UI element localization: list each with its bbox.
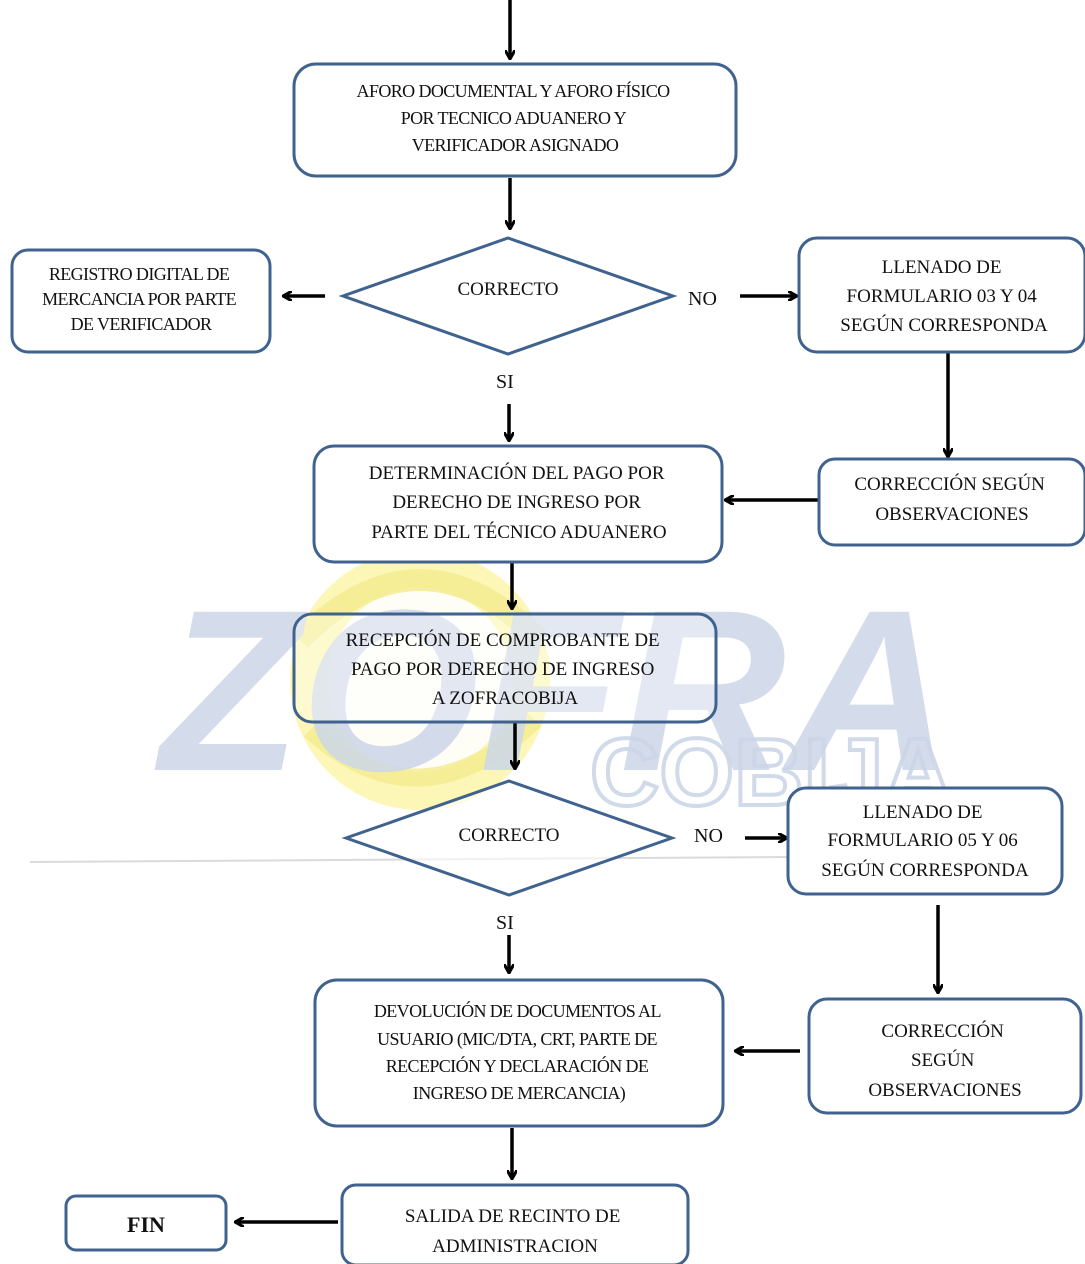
node-devolucion-line-1: DEVOLUCIÓN DE DOCUMENTOS AL: [374, 1000, 661, 1021]
node-aforo-line-3: VERIFICADOR ASIGNADO: [412, 135, 619, 155]
label-no-1: NO: [688, 288, 717, 310]
label-no-2: NO: [694, 825, 723, 847]
node-registro-line-1: REGISTRO DIGITAL DE: [49, 264, 230, 284]
decision-correcto-1: CORRECTO: [338, 236, 678, 356]
node-correccion-1-line-1: CORRECCIÓN SEGÚN: [854, 473, 1045, 495]
node-llenado-2-line-1: LLENADO DE: [863, 802, 983, 823]
svg-text:AFORO DOCUMENTAL Y AFORO FÍSIC: AFORO DOCUMENTAL Y AFORO FÍSICO POR TECN…: [357, 80, 674, 155]
node-salida-line-1: SALIDA DE RECINTO DE: [405, 1206, 621, 1227]
node-recepcion-line-3: A ZOFRACOBIJA: [432, 688, 578, 709]
svg-text:DEVOLUCIÓN DE DOCUMENTOS AL: DEVOLUCIÓN DE DOCUMENTOS AL USUARIO (MIC…: [374, 1000, 664, 1104]
svg-text:RECEPCIÓN DE COMPROBANTE DE: RECEPCIÓN DE COMPROBANTE DE PAGO POR DER…: [346, 629, 665, 709]
node-registro-line-3: DE VERIFICADOR: [71, 314, 212, 334]
node-llenado-1-line-3: SEGÚN CORRESPONDA: [840, 314, 1048, 336]
node-correccion-2: CORRECCIÓN SEGÚN OBSERVACIONES: [807, 997, 1083, 1115]
node-determinacion-line-2: DERECHO DE INGRESO POR: [392, 492, 641, 513]
watermark-primary-text: ZOFRA: [154, 562, 952, 819]
node-correccion-1: CORRECCIÓN SEGÚN OBSERVACIONES: [817, 457, 1085, 547]
node-determinacion-line-3: PARTE DEL TÉCNICO ADUANERO: [371, 521, 666, 543]
decision-correcto-2: CORRECTO: [341, 779, 677, 897]
decision-correcto-1-label: CORRECTO: [457, 279, 558, 300]
svg-text:CORRECCIÓN SEGÚN O: CORRECCIÓN SEGÚN OBSERVACIONES: [868, 1020, 1021, 1101]
node-recepcion-line-2: PAGO POR DERECHO DE INGRESO: [351, 659, 654, 680]
node-aforo: AFORO DOCUMENTAL Y AFORO FÍSICO POR TECN…: [292, 62, 738, 178]
node-correccion-2-line-3: OBSERVACIONES: [868, 1080, 1021, 1101]
label-si-1: SI: [496, 371, 514, 393]
svg-text:CORRECCIÓN SEGÚN OBSERVA: CORRECCIÓN SEGÚN OBSERVACIONES: [854, 473, 1049, 525]
svg-text:REGISTRO DIGITAL DE MERC: REGISTRO DIGITAL DE MERCANCIA POR PARTE …: [42, 264, 240, 334]
node-fin-label: FIN: [127, 1212, 165, 1237]
node-aforo-line-1: AFORO DOCUMENTAL Y AFORO FÍSICO: [357, 80, 671, 101]
svg-text:LLENADO DE FORMULARIO 05: LLENADO DE FORMULARIO 05 Y 06 SEGÚN CORR…: [821, 802, 1029, 881]
node-determinacion-line-1: DETERMINACIÓN DEL PAGO POR: [369, 462, 665, 484]
node-llenado-1-line-2: FORMULARIO 03 Y 04: [847, 286, 1038, 307]
node-salida-line-2: ADMINISTRACION: [432, 1236, 598, 1257]
node-fin: FIN: [64, 1194, 228, 1252]
node-registro-line-2: MERCANCIA POR PARTE: [42, 289, 237, 309]
node-aforo-line-2: POR TECNICO ADUANERO Y: [401, 108, 627, 128]
node-registro: REGISTRO DIGITAL DE MERCANCIA POR PARTE …: [10, 248, 272, 354]
decision-correcto-2-label: CORRECTO: [458, 825, 559, 846]
node-recepcion: RECEPCIÓN DE COMPROBANTE DE PAGO POR DER…: [292, 612, 718, 724]
label-si-2: SI: [496, 912, 514, 934]
node-correccion-1-line-2: OBSERVACIONES: [875, 504, 1028, 525]
node-devolucion: DEVOLUCIÓN DE DOCUMENTOS AL USUARIO (MIC…: [313, 978, 725, 1128]
svg-text:SALIDA DE RECINTO DE ADM: SALIDA DE RECINTO DE ADMINISTRACION: [405, 1206, 625, 1257]
node-correccion-2-line-2: SEGÚN: [911, 1049, 975, 1071]
arrows: [236, 0, 948, 1222]
node-devolucion-line-3: RECEPCIÓN Y DECLARACIÓN DE: [386, 1055, 649, 1076]
node-llenado-2-line-3: SEGÚN CORRESPONDA: [821, 859, 1029, 881]
node-determinacion: DETERMINACIÓN DEL PAGO POR DERECHO DE IN…: [312, 444, 724, 564]
node-devolucion-line-4: INGRESO DE MERCANCIA): [413, 1083, 626, 1104]
svg-text:DETERMINACIÓN DEL PAGO POR: DETERMINACIÓN DEL PAGO POR DERECHO DE IN…: [369, 462, 670, 543]
node-llenado-1-line-1: LLENADO DE: [882, 257, 1002, 278]
node-salida: SALIDA DE RECINTO DE ADMINISTRACION: [340, 1183, 690, 1264]
node-llenado-2-line-2: FORMULARIO 05 Y 06: [828, 830, 1018, 851]
node-llenado-1: LLENADO DE FORMULARIO 03 Y 04 SEGÚN CORR…: [797, 236, 1085, 354]
node-correccion-2-line-1: CORRECCIÓN: [881, 1020, 1004, 1042]
node-devolucion-line-2: USUARIO (MIC/DTA, CRT, PARTE DE: [377, 1029, 657, 1050]
node-llenado-2: LLENADO DE FORMULARIO 05 Y 06 SEGÚN CORR…: [786, 786, 1064, 896]
svg-text:LLENADO DE FORMULARIO 03: LLENADO DE FORMULARIO 03 Y 04 SEGÚN CORR…: [840, 257, 1048, 336]
node-recepcion-line-1: RECEPCIÓN DE COMPROBANTE DE: [346, 629, 660, 651]
